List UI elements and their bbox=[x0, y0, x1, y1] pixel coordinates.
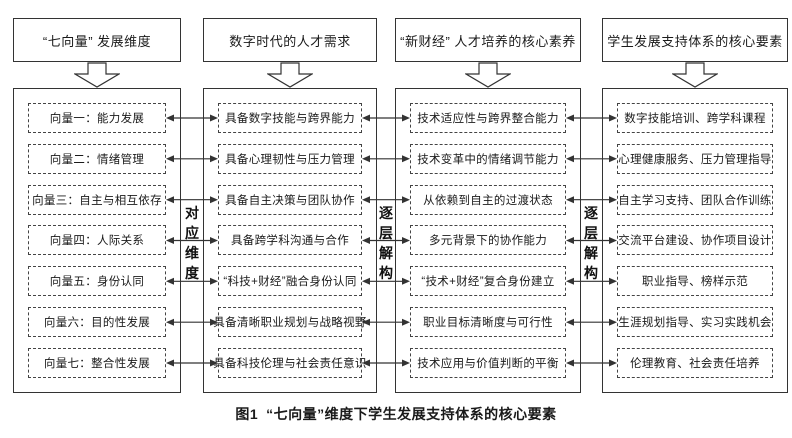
column-header: “新财经” 人才培养的核心素养 bbox=[395, 18, 581, 62]
demand-item: 具备科技伦理与社会责任意识 bbox=[213, 347, 366, 378]
demand-item: 具备自主决策与团队协作 bbox=[218, 184, 362, 215]
column-header: 学生发展支持体系的核心要素 bbox=[602, 18, 788, 62]
column-panel: 向量一：能力发展 向量二：情绪管理 向量三：自主与相互依存 向量四：人际关系 向… bbox=[13, 88, 181, 393]
competency-item: 职业目标清晰度与可行性 bbox=[410, 307, 566, 338]
figure-caption-text: “七向量”维度下学生发展支持体系的核心要素 bbox=[266, 406, 557, 422]
competency-item: 技术适应性与跨界整合能力 bbox=[410, 103, 566, 133]
column-seven-vectors: “七向量” 发展维度 向量一：能力发展 向量二：情绪管理 向量三：自主与相互依存… bbox=[13, 18, 181, 393]
vector-item: 向量三：自主与相互依存 bbox=[28, 184, 166, 215]
vector-item: 向量四：人际关系 bbox=[28, 225, 166, 256]
competency-item: “技术+财经”复合身份建立 bbox=[410, 266, 566, 297]
column-core-competencies: “新财经” 人才培养的核心素养 技术适应性与跨界整合能力 技术变革中的情绪调节能… bbox=[395, 18, 581, 393]
column-header: “七向量” 发展维度 bbox=[13, 18, 181, 62]
column-header: 数字时代的人才需求 bbox=[203, 18, 377, 62]
vector-item: 向量一：能力发展 bbox=[28, 103, 166, 133]
support-item: 生涯规划指导、实习实践机会 bbox=[617, 307, 773, 338]
demand-item: 具备清晰职业规划与战略视野 bbox=[213, 307, 366, 338]
demand-item: 具备数字技能与跨界能力 bbox=[218, 103, 362, 133]
demand-item: “科技+财经”融合身份认同 bbox=[218, 266, 362, 297]
support-item: 职业指导、榜样示范 bbox=[617, 266, 773, 297]
support-item: 伦理教育、社会责任培养 bbox=[617, 347, 773, 378]
competency-item: 技术变革中的情绪调节能力 bbox=[410, 143, 566, 174]
demand-item: 具备心理韧性与压力管理 bbox=[218, 143, 362, 174]
down-arrow-icon bbox=[13, 62, 181, 88]
figure-caption-label: 图1 bbox=[235, 406, 259, 422]
support-item: 交流平台建设、协作项目设计 bbox=[617, 225, 773, 256]
support-item: 数字技能培训、跨学科课程 bbox=[617, 103, 773, 133]
vector-item: 向量五：身份认同 bbox=[28, 266, 166, 297]
competency-item: 从依赖到自主的过渡状态 bbox=[410, 184, 566, 215]
gap-label-decompose-1: 逐层解构 bbox=[379, 205, 393, 281]
figure-caption: 图1 “七向量”维度下学生发展支持体系的核心要素 bbox=[0, 404, 792, 424]
vector-item: 向量六：目的性发展 bbox=[28, 307, 166, 338]
support-item: 心理健康服务、压力管理指导 bbox=[617, 143, 773, 174]
gap-label-decompose-2: 逐层解构 bbox=[584, 205, 598, 281]
support-item: 自主学习支持、团队合作训练 bbox=[617, 184, 773, 215]
demand-item: 具备跨学科沟通与合作 bbox=[218, 225, 362, 256]
column-panel: 数字技能培训、跨学科课程 心理健康服务、压力管理指导 自主学习支持、团队合作训练… bbox=[602, 88, 788, 393]
column-talent-demands: 数字时代的人才需求 具备数字技能与跨界能力 具备心理韧性与压力管理 具备自主决策… bbox=[203, 18, 377, 393]
competency-item: 多元背景下的协作能力 bbox=[410, 225, 566, 256]
down-arrow-icon bbox=[395, 62, 581, 88]
vector-item: 向量七：整合性发展 bbox=[28, 347, 166, 378]
column-panel: 技术适应性与跨界整合能力 技术变革中的情绪调节能力 从依赖到自主的过渡状态 多元… bbox=[395, 88, 581, 393]
down-arrow-icon bbox=[602, 62, 788, 88]
gap-label-mapping: 对应维度 bbox=[185, 205, 199, 281]
competency-item: 技术应用与价值判断的平衡 bbox=[410, 347, 566, 378]
vector-item: 向量二：情绪管理 bbox=[28, 143, 166, 174]
down-arrow-icon bbox=[203, 62, 377, 88]
column-support-elements: 学生发展支持体系的核心要素 数字技能培训、跨学科课程 心理健康服务、压力管理指导… bbox=[602, 18, 788, 393]
column-panel: 具备数字技能与跨界能力 具备心理韧性与压力管理 具备自主决策与团队协作 具备跨学… bbox=[203, 88, 377, 393]
